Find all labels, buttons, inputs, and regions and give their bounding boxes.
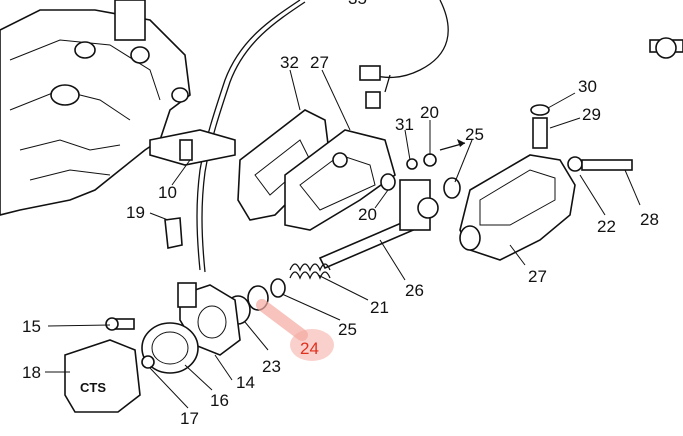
shaft-fragment: [649, 37, 683, 59]
pin-part: [530, 104, 550, 149]
callout-26: 26: [405, 281, 424, 300]
callout-27-top: 27: [310, 53, 329, 72]
callout-14: 14: [236, 373, 255, 392]
callout-27-right: 27: [528, 267, 547, 286]
clip-part: [164, 217, 183, 249]
callout-30: 30: [578, 77, 597, 96]
callout-23: 23: [262, 357, 281, 376]
engine-cylinder-head: [0, 0, 191, 216]
cover-badge-text: CTS: [80, 380, 106, 395]
housing-left: [284, 129, 396, 231]
spring-part: [289, 263, 331, 280]
callout-32: 32: [280, 53, 299, 72]
callout-16: 16: [210, 391, 229, 410]
small-pin: [406, 158, 418, 170]
callout-35: 35: [348, 0, 367, 8]
bolt-part: [105, 317, 135, 331]
housing-right: [459, 154, 576, 261]
callout-24-highlighted: 24: [300, 339, 319, 358]
callout-20-mid: 20: [358, 205, 377, 224]
callout-18: 18: [22, 363, 41, 382]
callout-10: 10: [158, 183, 177, 202]
callout-20-top: 20: [420, 103, 439, 122]
small-bushing: [443, 177, 461, 199]
throttle-cable: [196, 0, 449, 273]
callout-19: 19: [126, 203, 145, 222]
long-bolt: [567, 156, 633, 172]
highlight-leader: [256, 299, 308, 341]
screw-part: [141, 355, 155, 369]
arrow-head: [457, 139, 465, 147]
shift-shaft: [318, 179, 439, 270]
callout-29: 29: [582, 105, 601, 124]
callout-21: 21: [370, 298, 389, 317]
cover-cap: CTS: [64, 339, 141, 413]
callout-25-top: 25: [465, 125, 484, 144]
small-washer: [423, 153, 437, 167]
callout-25-bottom: 25: [338, 320, 357, 339]
callout-31: 31: [395, 115, 414, 134]
bushing-part: [270, 278, 286, 298]
bracket-part: [149, 129, 236, 166]
leader-lines: [45, 69, 641, 409]
callout-22: 22: [597, 217, 616, 236]
callout-15: 15: [22, 317, 41, 336]
highlight-glow: [290, 329, 334, 361]
pulley-part: [141, 322, 199, 374]
o-ring: [380, 173, 396, 191]
callout-17: 17: [180, 409, 199, 428]
callout-28: 28: [640, 210, 659, 229]
